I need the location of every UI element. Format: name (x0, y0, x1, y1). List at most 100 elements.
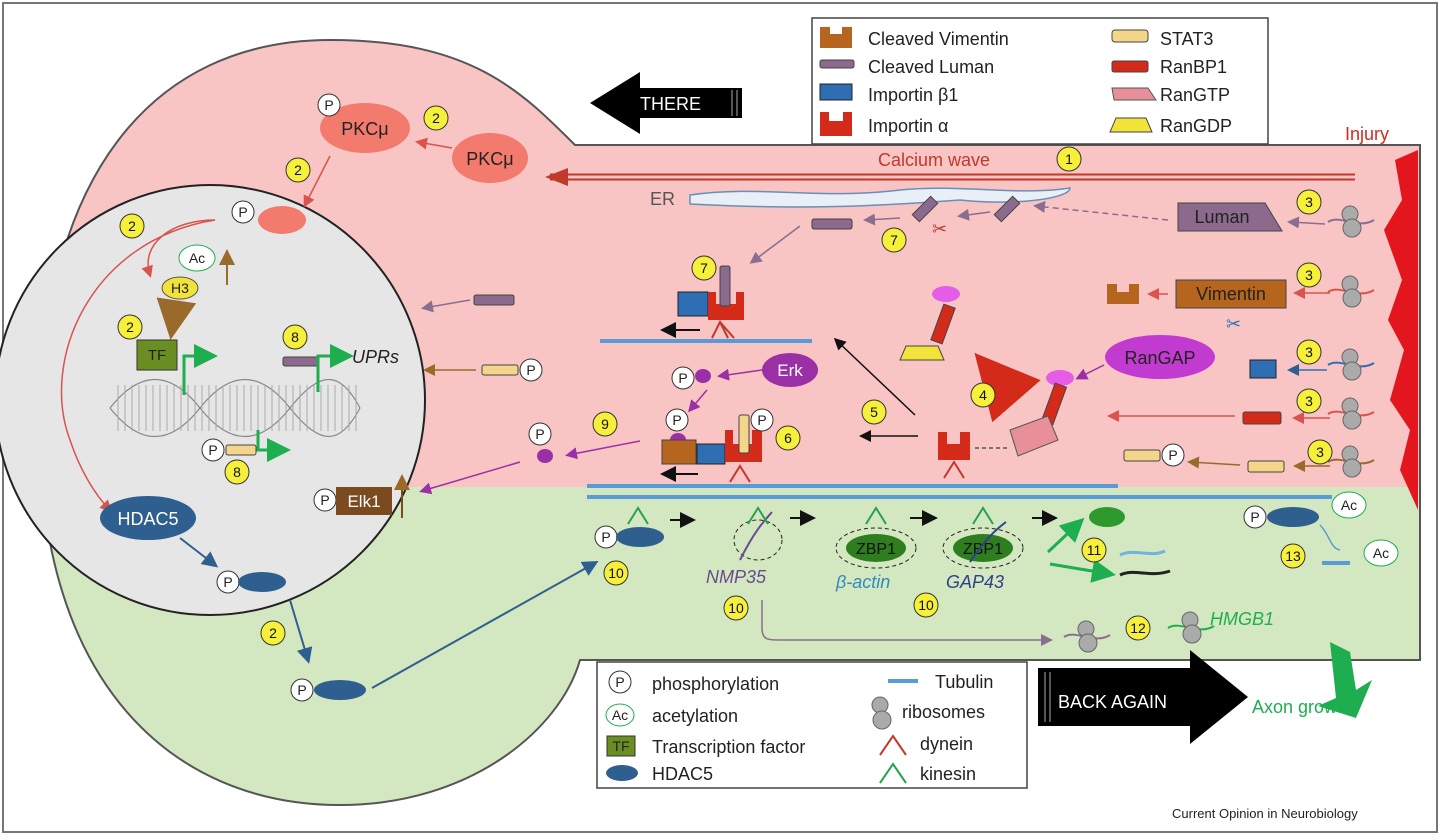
cleaved-luman-nuclear (282, 356, 320, 367)
swatch-importin-alpha (820, 112, 852, 136)
ranbp1-cargo (1242, 411, 1282, 425)
symbol-phosphorylation (608, 670, 632, 694)
svg-text:RanGAP: RanGAP (1124, 348, 1195, 368)
svg-text:ZBP1: ZBP1 (963, 541, 1003, 558)
svg-text:H3: H3 (171, 280, 189, 296)
step-badge: 2 (119, 213, 145, 239)
svg-text:ZBP1: ZBP1 (856, 541, 896, 558)
retrograde-complex-6: P (660, 408, 774, 483)
step-number: 2 (126, 319, 134, 335)
dna-rungs (117, 385, 357, 431)
step-badge: 10 (603, 560, 629, 586)
nmp35-label: NMP35 (706, 567, 767, 587)
swatch-cleaved-vimentin (820, 27, 852, 48)
step-badge: 4 (970, 382, 996, 408)
credit-text: Current Opinion in Neurobiology (1172, 806, 1358, 821)
importin-alpha-free (938, 432, 970, 460)
legend-cleaved-vimentin: Cleaved Vimentin (868, 29, 1009, 49)
luman-importin-complex (660, 265, 744, 339)
legend-rangtp: RanGTP (1160, 85, 1230, 105)
step-badge: 2 (117, 314, 143, 340)
pkc-mu (452, 133, 528, 183)
hmgb1-label: HMGB1 (1210, 609, 1274, 629)
step-number: 5 (870, 404, 878, 420)
svg-text:Ac: Ac (189, 250, 205, 266)
legend-acetylation: acetylation (652, 706, 738, 726)
swatch-rangtp (1111, 87, 1157, 101)
step-badge: 3 (1307, 439, 1333, 465)
symbol-kinesin (879, 762, 907, 784)
stat3-phospho (1123, 449, 1161, 462)
back-again-label: BACK AGAIN (1058, 692, 1167, 712)
step-number: 2 (269, 625, 277, 641)
step-number: 4 (979, 387, 987, 403)
step-number: 1 (1065, 151, 1073, 167)
svg-text:TF: TF (148, 347, 166, 364)
svg-text:P: P (297, 682, 306, 698)
legend-ribosomes: ribosomes (902, 702, 985, 722)
pkc-mu-phospho (320, 103, 410, 153)
calcium-wave-label: Calcium wave (878, 150, 990, 170)
svg-text:P: P (672, 412, 681, 428)
step-badge: 10 (913, 592, 939, 618)
step4-arrow (974, 352, 1041, 423)
step-number: 3 (1305, 393, 1313, 409)
swatch-importin-beta1 (819, 83, 853, 101)
legend-top: Cleaved Vimentin Cleaved Luman Importin … (811, 17, 1269, 145)
ribosome (1327, 348, 1375, 381)
kinesin-transport: P NMP35 ZBP1 β-actin ZBP1 GAP43 HMGB1 P (594, 491, 1399, 646)
axon-growth-arrow (1318, 642, 1372, 718)
step-number: 9 (601, 416, 609, 432)
rangdp (899, 345, 945, 361)
symbol-transcription-factor (606, 735, 636, 757)
step-number: 8 (233, 464, 241, 480)
svg-text:Ac: Ac (1373, 545, 1389, 561)
svg-text:TF: TF (612, 738, 629, 754)
back-again-arrow (1038, 650, 1248, 744)
rangap (1105, 335, 1215, 379)
ribosome (1327, 205, 1375, 238)
ribosome (1063, 620, 1111, 653)
swatch-rangdp (1109, 117, 1153, 133)
injury-label: Injury (1345, 124, 1389, 144)
svg-text:P: P (1250, 509, 1259, 525)
symbol-ribosomes (871, 696, 892, 730)
stat3-nuclear (225, 444, 257, 456)
step-badge: 6 (775, 425, 801, 451)
scissors-luman-icon: ✂ (932, 219, 947, 239)
stat3-cargo (1247, 460, 1285, 473)
step-number: 8 (291, 329, 299, 345)
svg-text:Erk: Erk (777, 361, 803, 380)
elk1 (336, 487, 392, 515)
svg-text:Ac: Ac (1341, 497, 1357, 513)
step-number: 11 (1087, 542, 1102, 558)
calcium-wave-head (545, 168, 568, 186)
svg-text:P: P (615, 674, 624, 690)
step-badge: 13 (1280, 543, 1306, 569)
luman (1177, 202, 1283, 232)
step-number: 7 (700, 260, 708, 276)
step-badge: 3 (1296, 388, 1322, 414)
axon-growth-label: Axon growth (1252, 697, 1352, 717)
er-label: ER (650, 189, 675, 209)
svg-text:P: P (1168, 447, 1177, 463)
svg-text:P: P (526, 362, 535, 378)
step-badge: 2 (423, 105, 449, 131)
legend-ranbp1: RanBP1 (1160, 57, 1227, 77)
step-number: 10 (608, 565, 624, 581)
hdac5-phospho (238, 572, 286, 592)
step-number: 3 (1305, 344, 1313, 360)
symbol-hdac5 (606, 765, 638, 781)
step-number: 3 (1305, 267, 1313, 283)
ribosome (1167, 611, 1215, 644)
step-number: 6 (784, 430, 792, 446)
step-badge: 8 (282, 324, 308, 350)
hdac5-nuclear (100, 496, 196, 540)
step-number: 2 (128, 218, 136, 234)
gap43-label: GAP43 (946, 572, 1004, 592)
svg-text:Ac: Ac (612, 707, 628, 723)
step-badge: 2 (260, 620, 286, 646)
hdac5-exported (314, 680, 366, 700)
